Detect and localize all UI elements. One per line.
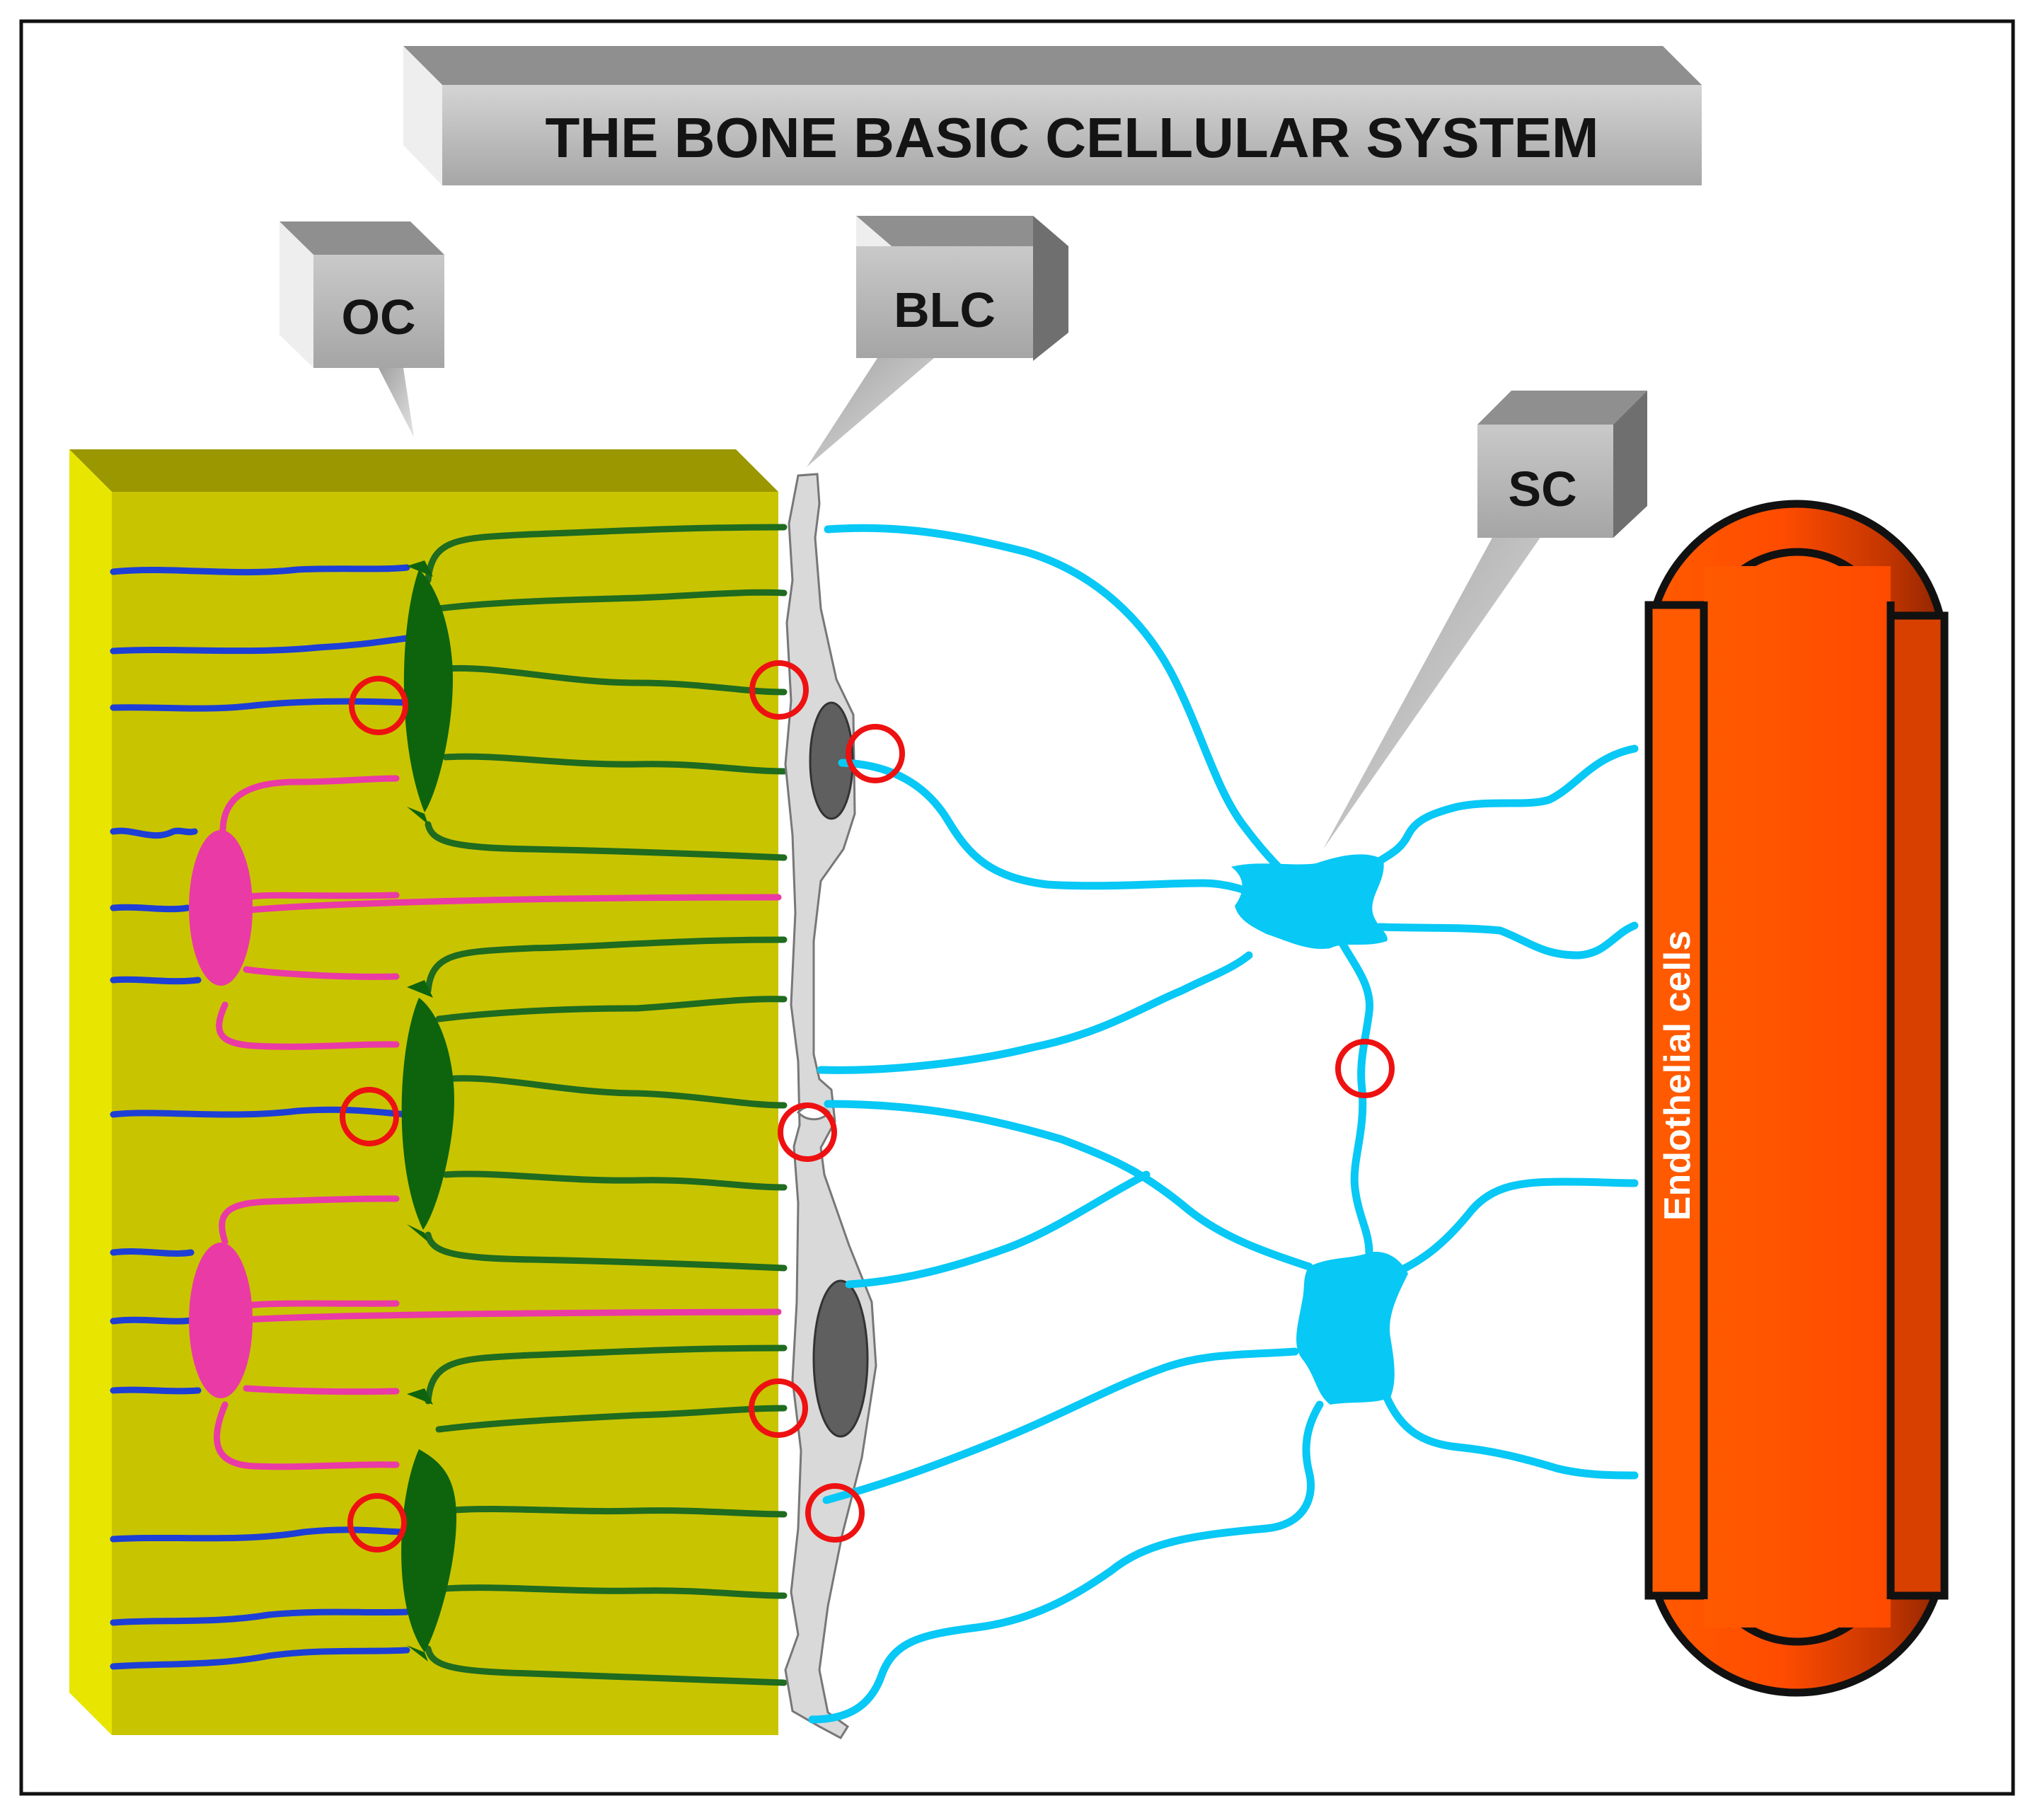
blood-vessel: Endothelial cells: [1644, 500, 1949, 1697]
gap-junction-marker: [749, 660, 809, 720]
title-banner: THE BONE BASIC CELLULAR SYSTEM: [403, 46, 1702, 185]
gap-junction-marker: [805, 1483, 865, 1543]
lining-cell-nucleus-lower: [812, 1279, 869, 1438]
blc-label: BLC: [894, 282, 996, 338]
gap-junction-marker: [340, 1087, 399, 1146]
gap-junction-marker: [1335, 1039, 1395, 1098]
callout-blc: BLC: [807, 216, 1068, 467]
sc-label: SC: [1508, 461, 1576, 517]
stromal-cell-lower: [1296, 1252, 1408, 1405]
stromal-cell-bodies: [1231, 854, 1408, 1405]
osteocyte-bottom: [401, 1344, 788, 1686]
osteocyte-middle: [401, 936, 788, 1272]
pink-cell-upper: [189, 775, 782, 1050]
oc-label: OC: [342, 289, 416, 345]
gap-junction-marker: [846, 724, 905, 783]
gap-junction-markers: [340, 660, 1395, 1553]
gap-junction-marker: [349, 676, 408, 735]
endothelial-cells-label: Endothelial cells: [1657, 931, 1698, 1221]
osteocyte-top: [403, 524, 788, 861]
callout-oc: OC: [279, 221, 444, 437]
callout-sc: SC: [1323, 391, 1647, 849]
gap-junction-marker: [778, 1102, 837, 1162]
gap-junction-marker: [347, 1493, 407, 1553]
gap-junction-marker: [749, 1378, 808, 1438]
stromal-cell-upper: [1231, 854, 1388, 949]
stromal-cell-network: [808, 524, 1639, 1724]
blue-processes: [110, 564, 410, 1670]
pink-cell-lower: [189, 1195, 782, 1470]
diagram-title: THE BONE BASIC CELLULAR SYSTEM: [546, 106, 1599, 169]
